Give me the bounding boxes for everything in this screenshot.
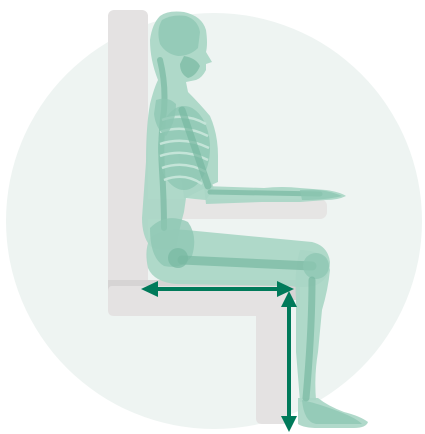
arrow-head-bottom (281, 416, 297, 432)
background-circle (6, 13, 422, 429)
foot-bones (302, 400, 362, 424)
femur (182, 260, 312, 266)
knee-joint (303, 253, 329, 279)
chair-backrest (108, 10, 148, 310)
